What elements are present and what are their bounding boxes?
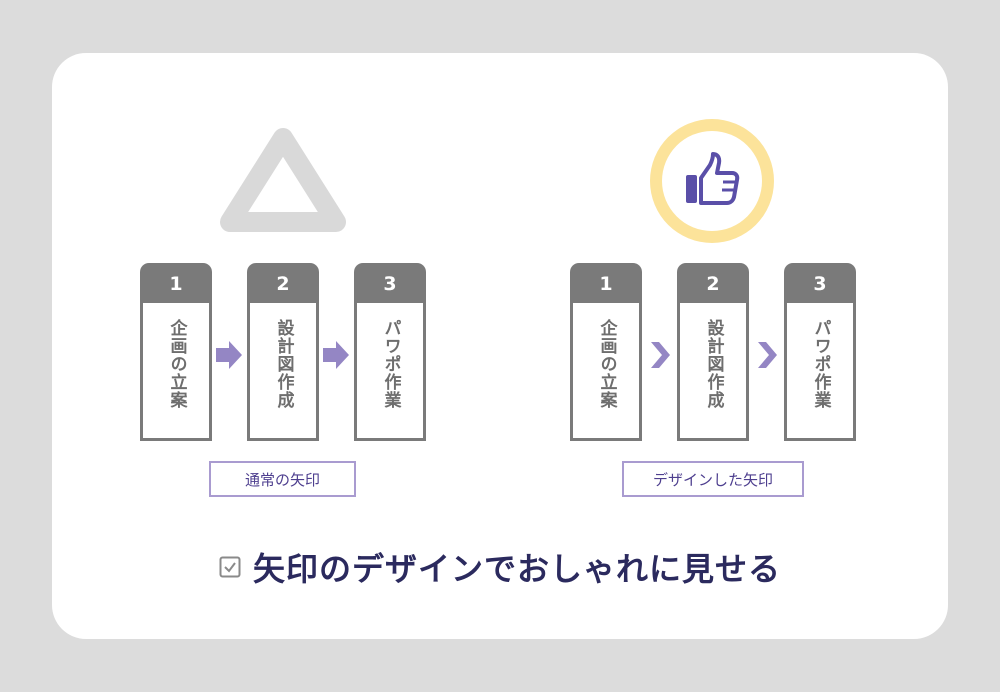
step-label: 設計図作成	[273, 319, 294, 409]
left-step-2: 2 設計図作成	[247, 263, 319, 441]
chevron-right-icon	[651, 342, 670, 368]
step-number: 1	[140, 263, 212, 305]
right-caption: デザインした矢印	[622, 461, 804, 497]
page-title: 矢印のデザインでおしゃれに見せる	[252, 550, 781, 588]
thumbs-up-icon	[686, 152, 740, 205]
checkbox-icon	[219, 556, 241, 578]
block-arrow-icon	[323, 341, 349, 369]
step-label: 設計図作成	[703, 319, 724, 409]
left-step-1: 1 企画の立案	[140, 263, 212, 441]
step-number: 3	[354, 263, 426, 305]
left-caption: 通常の矢印	[209, 461, 356, 497]
right-step-1: 1 企画の立案	[570, 263, 642, 441]
step-number: 2	[247, 263, 319, 305]
step-number: 3	[784, 263, 856, 305]
right-step-2: 2 設計図作成	[677, 263, 749, 441]
chevron-right-icon	[758, 342, 777, 368]
left-step-3: 3 パワポ作業	[354, 263, 426, 441]
block-arrow-icon	[216, 341, 242, 369]
triangle-icon	[220, 128, 346, 232]
step-label: 企画の立案	[596, 319, 617, 409]
footer-title-row: 矢印のデザインでおしゃれに見せる	[0, 545, 1000, 589]
thumbs-up-badge	[650, 119, 774, 243]
step-number: 1	[570, 263, 642, 305]
step-number: 2	[677, 263, 749, 305]
right-step-3: 3 パワポ作業	[784, 263, 856, 441]
step-label: パワポ作業	[380, 319, 401, 409]
step-label: 企画の立案	[166, 319, 187, 409]
step-label: パワポ作業	[810, 319, 831, 409]
